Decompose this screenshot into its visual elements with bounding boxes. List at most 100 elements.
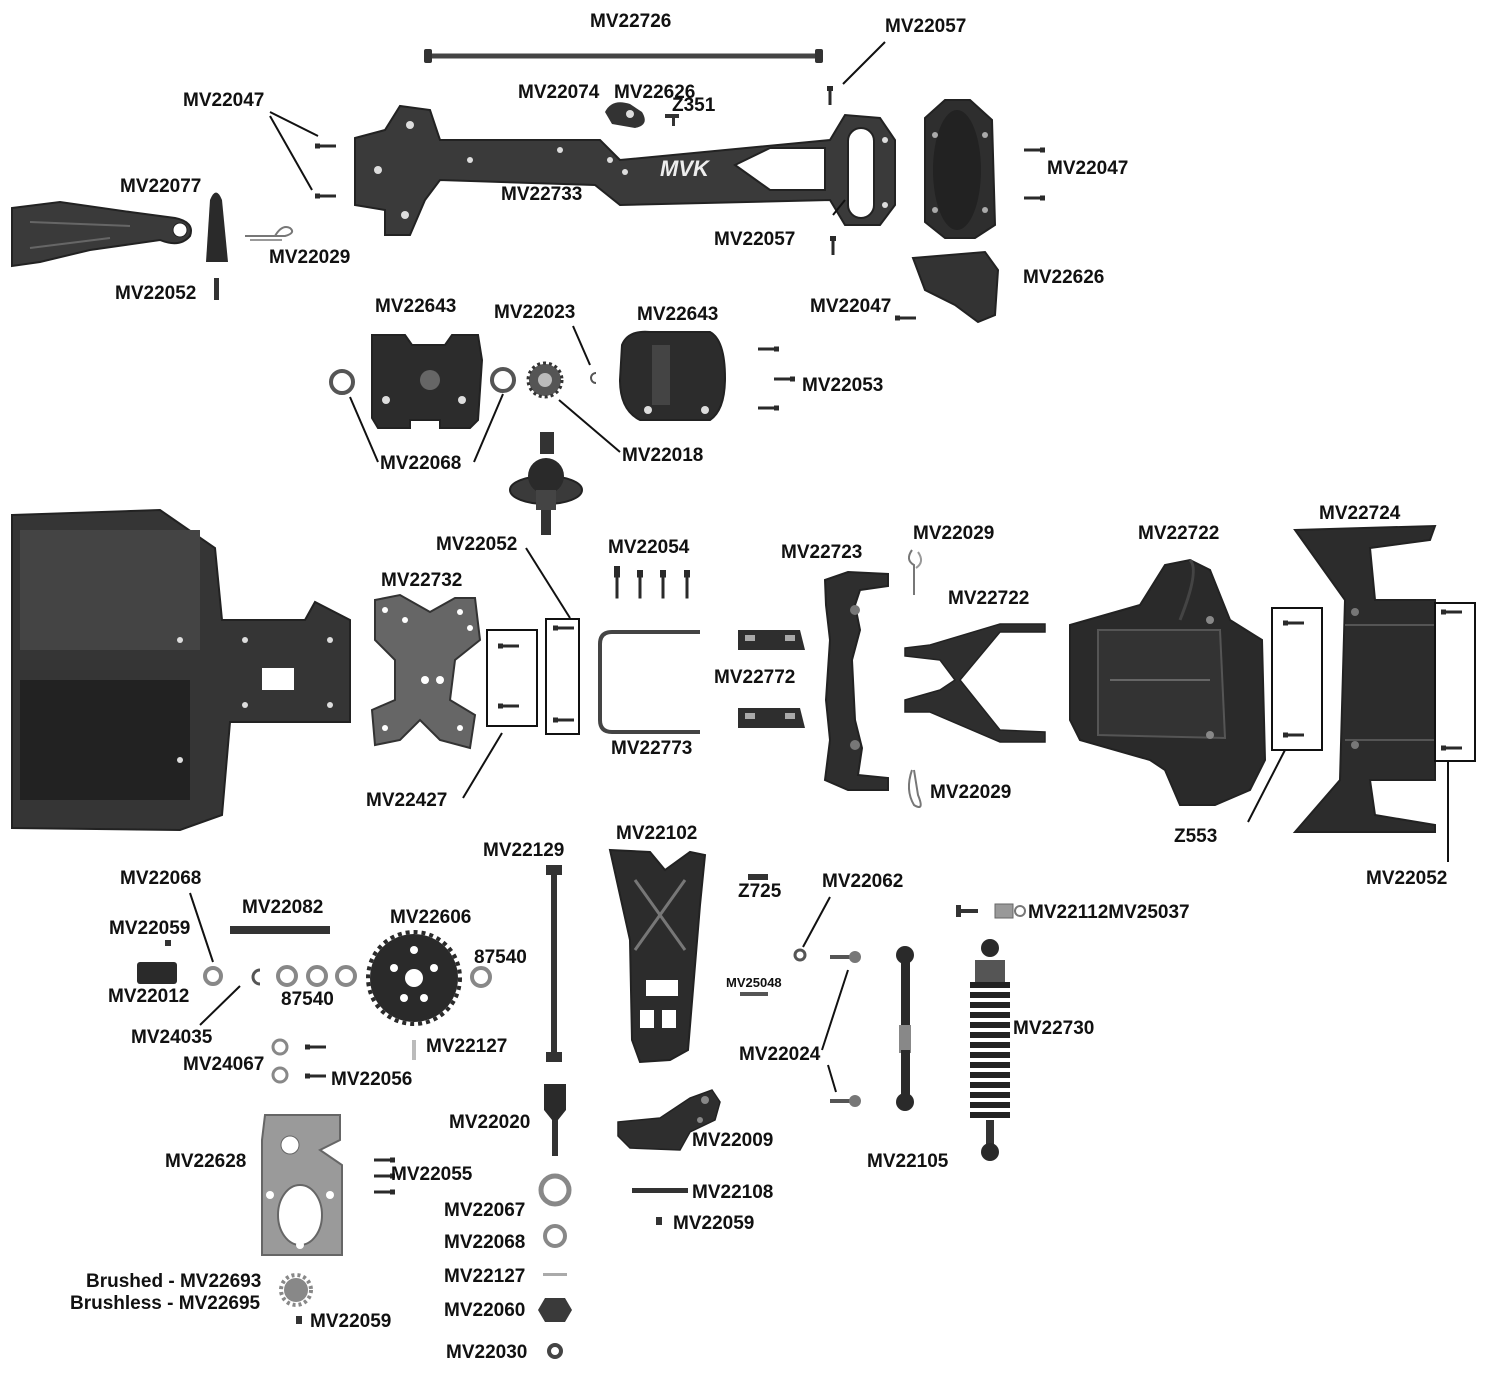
rear-wing-mv22724 [1292,524,1437,833]
gear-cover-mv22626-lower [911,250,1000,324]
part-label: MV22067 [444,1200,526,1221]
part-label: MV22068 [380,453,462,474]
part-label: 87540 [474,947,527,968]
pinion-mv22693-mv22695 [279,1273,313,1307]
top-plate-mv22733: MVK [354,104,896,236]
part-label: MV22029 [930,782,1012,803]
washer-mv24067-a [271,1038,289,1056]
part-label: MV22053 [802,375,884,396]
setscrew-mv22059-c [296,1316,302,1324]
nut-mv22062 [793,948,807,962]
coupler-mv22012 [137,962,177,984]
part-label: Z725 [738,881,782,902]
body-clip-mv22029-mid [908,549,922,595]
motor-mount-mv22628 [261,1114,343,1256]
part-label: MV22020 [449,1112,531,1133]
part-label: MV22427 [366,790,448,811]
screw-mv22053-c [758,405,779,411]
part-label: Z553 [1174,826,1218,847]
screw-z553-a [1283,620,1304,626]
screw-mv22052-mid-a [553,625,574,631]
pin-mv22127-b [543,1273,567,1276]
part-label: MV22643 [375,296,457,317]
part-label: Brushless - MV22695 [70,1293,261,1314]
spur-gear-mv22606 [366,930,462,1026]
e-clip-mv24035 [251,968,261,986]
part-label: MV24035 [131,1027,213,1048]
bearing-87540-a3 [335,965,357,987]
setscrew-mv22059-b [656,1217,662,1225]
part-label: MV22059 [109,918,191,939]
part-label: MV22068 [120,868,202,889]
part-label: MV22057 [885,16,967,37]
part-label: MV22628 [165,1151,247,1172]
part-label: MV22057 [714,229,796,250]
part-label: MV22047 [1047,158,1129,179]
mvk-logo: MVK [660,156,711,181]
screw-mv22057-top [827,86,833,105]
part-label: MV22054 [608,537,690,558]
screw-mv22053-b [774,376,795,382]
part-label: MV22059 [310,1311,392,1332]
part-label: MV22127 [444,1266,526,1287]
shaft-mv22082 [230,926,330,934]
part-label: MV22102 [616,823,698,844]
screw-z553-b [1283,732,1304,738]
driveshaft-mv22129 [546,865,562,1062]
screw-mv22054-d [684,570,690,599]
part-label: MV22732 [381,570,463,591]
e-clip-mv22023 [590,372,597,384]
part-label: MV22052 [115,283,197,304]
part-label: MV22029 [269,247,351,268]
u-bar-mv22773 [598,630,700,734]
screw-box-mv22052-right [1434,602,1476,762]
screw-mv22047-right-a [1024,147,1045,153]
pin-mv22127-a [412,1040,416,1060]
pin-mv25048 [740,992,768,996]
part-label: MV22606 [390,907,472,928]
screw-box-z553 [1271,607,1323,751]
part-label: MV22077 [120,176,202,197]
part-label: MV25048 [726,975,782,990]
front-bumper-mv22722 [1069,558,1267,806]
center-driveshaft-mv22726 [424,49,823,63]
part-label: Z351 [672,95,716,116]
leader-lines [189,41,1449,1093]
screw-mv22053-a [758,346,779,352]
pin-z725 [748,874,768,880]
part-label: MV22023 [494,302,576,323]
screw-mv22427-a [498,643,519,649]
bumper-mount-mv22723 [823,570,889,791]
screw-mv22047-right-b [1024,195,1045,201]
bearing-87540-a1 [276,965,298,987]
part-label: MV22730 [1013,1018,1095,1039]
hex-mv22060 [538,1298,572,1322]
body-clip-mv22029-top [245,226,294,241]
front-bumper-mv22077 [11,200,192,268]
screw-mv22055-a [374,1157,395,1163]
washer-mv22068-right [490,367,516,393]
part-label: MV22068 [444,1232,526,1253]
part-label: MV22055 [391,1164,473,1185]
part-label: MV22024 [739,1044,821,1065]
bumper-arm-mv22722 [904,623,1046,743]
nut-mv22030 [547,1343,563,1359]
lower-arm-mv22102 [608,848,707,1064]
part-label: MV22772 [714,667,796,688]
part-label: MV22105 [867,1151,949,1172]
part-label: MV22127 [426,1036,508,1057]
part-label: MV24067 [183,1054,265,1075]
diff-gears-mv22018 [526,361,564,399]
part-label: MV22722 [1138,523,1220,544]
part-label: Brushed - MV22693 [86,1271,262,1292]
setscrew-mv22059-a [165,940,171,946]
part-label: MV22733 [501,184,583,205]
part-label: MV22047 [810,296,892,317]
shock-mv22730 [970,939,1010,1161]
part-label: MV22009 [692,1130,774,1151]
screw-mv22055-c [374,1189,395,1195]
main-chassis [11,508,351,832]
part-label: MV22059 [673,1213,755,1234]
part-label: MV22726 [590,11,672,32]
